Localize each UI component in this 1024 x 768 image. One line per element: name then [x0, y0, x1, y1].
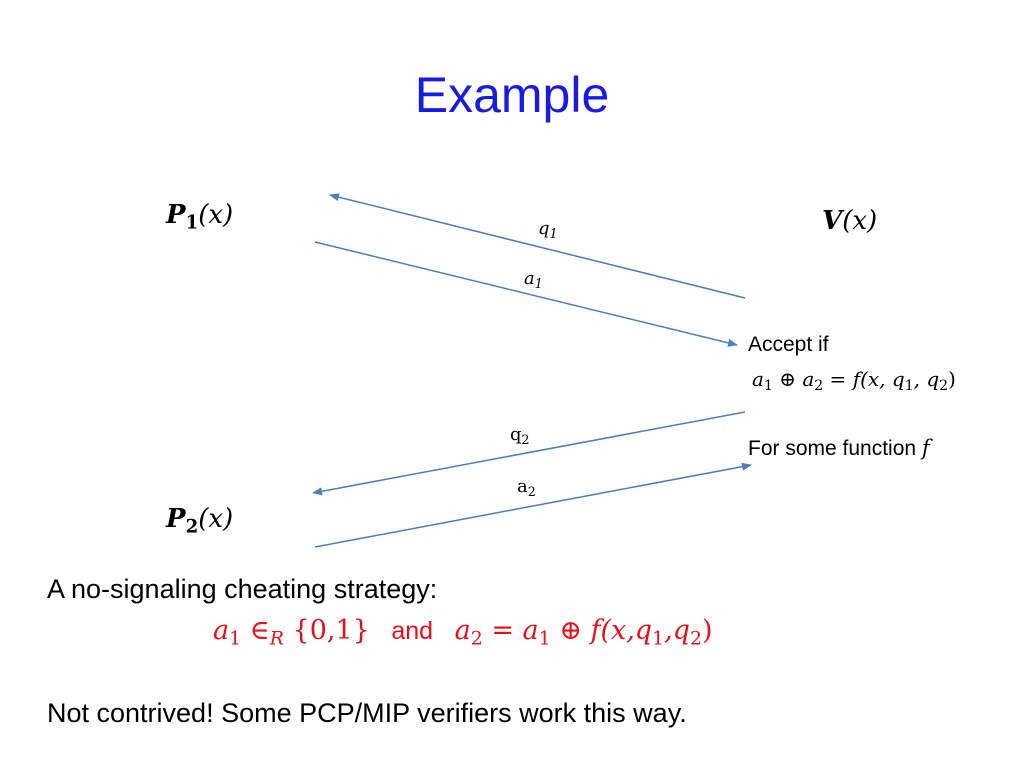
note-text: Not contrived! Some PCP/MIP verifiers wo…	[47, 698, 687, 728]
verifier-label: V(x)	[822, 206, 878, 236]
some-function-label: For some function f	[748, 436, 930, 460]
arrow-a2	[314, 462, 752, 548]
arrow-q1	[329, 193, 746, 299]
accept-label: Accept if	[748, 333, 829, 356]
message-q2-label: q2	[510, 424, 530, 447]
message-a1-label: a1	[524, 268, 543, 291]
accept-condition: a1 ⊕ a2 = f(x, q1, q2)	[752, 367, 956, 395]
strategy-formula: a1 ∈R {0,1} and a2 = a1 ⊕ f(x,q1,q2)	[213, 615, 713, 650]
strategy-label: A no-signaling cheating strategy:	[47, 574, 438, 604]
prover-2-label: P2(x)	[166, 504, 234, 538]
prover-1-label: P1(x)	[166, 200, 234, 234]
message-a2-label: a2	[517, 476, 536, 499]
arrow-q2	[312, 411, 746, 496]
page-title: Example	[414, 67, 610, 123]
arrow-a1	[314, 241, 738, 347]
message-q1-label: q1	[538, 218, 558, 241]
